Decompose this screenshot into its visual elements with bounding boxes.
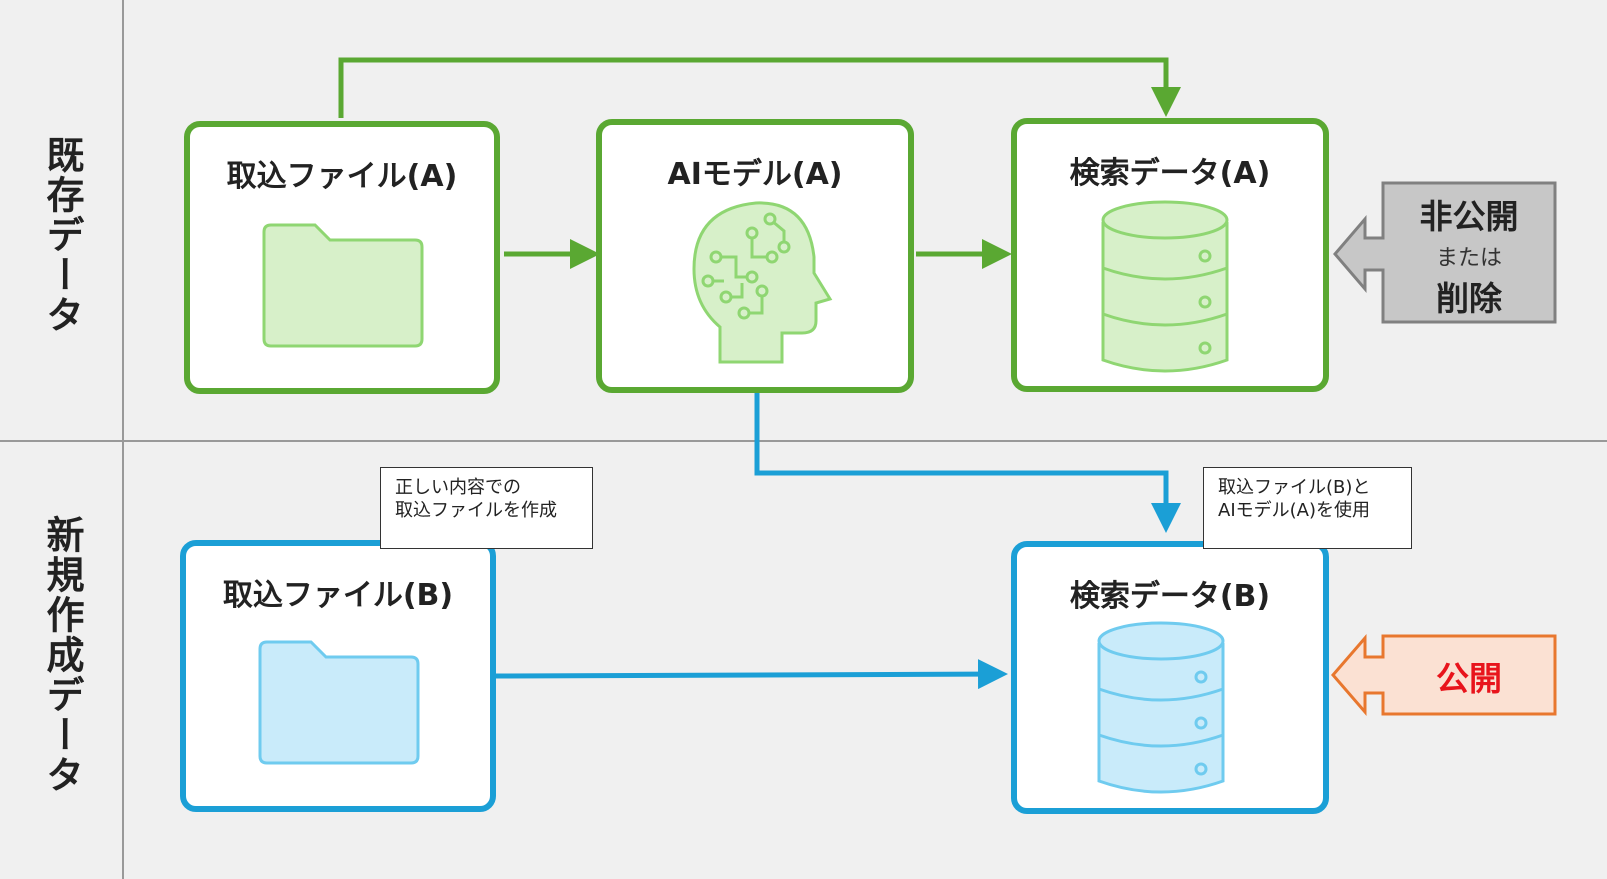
search-data-a-box: 検索データ(A): [1011, 118, 1329, 392]
ai-head-icon: [692, 201, 833, 364]
search-data-a-title: 検索データ(A): [1069, 156, 1271, 191]
arrow-ai-a-to-search-b: [754, 391, 1181, 533]
status-a-callout: [1333, 181, 1557, 324]
import-file-b-box: 取込ファイル(B): [180, 540, 496, 812]
arrow-import-a-to-search-a: [338, 57, 1181, 118]
database-icon: [1097, 621, 1225, 794]
status-b-text: 公開: [1436, 659, 1502, 698]
search-b-note: 取込ファイル(B)と AIモデル(A)を使用: [1203, 467, 1412, 549]
status-a-text: 非公開 または 削除: [1385, 190, 1553, 320]
status-b-callout: [1331, 633, 1557, 717]
import-b-note: 正しい内容での 取込ファイルを作成: [380, 467, 593, 549]
folder-icon: [258, 640, 420, 765]
ai-model-a-box: AIモデル(A): [596, 119, 914, 393]
database-icon: [1101, 200, 1229, 373]
status-a-line1: 非公開: [1419, 197, 1519, 236]
import-file-a-title: 取込ファイル(A): [226, 159, 458, 194]
folder-icon: [262, 223, 424, 348]
row-label-new: 新規作成データ: [40, 515, 84, 795]
arrow-import-b-to-search-b: [493, 659, 1008, 690]
row-label-existing: 既存データ: [40, 135, 84, 335]
search-data-b-box: 検索データ(B): [1011, 541, 1329, 814]
import-file-a-box: 取込ファイル(A): [184, 121, 500, 394]
ai-model-a-title: AIモデル(A): [667, 157, 843, 192]
search-data-b-title: 検索データ(B): [1069, 579, 1271, 614]
status-a-line2: または: [1435, 246, 1502, 271]
status-a-line3: 削除: [1436, 279, 1502, 318]
import-file-b-title: 取込ファイル(B): [222, 578, 454, 613]
